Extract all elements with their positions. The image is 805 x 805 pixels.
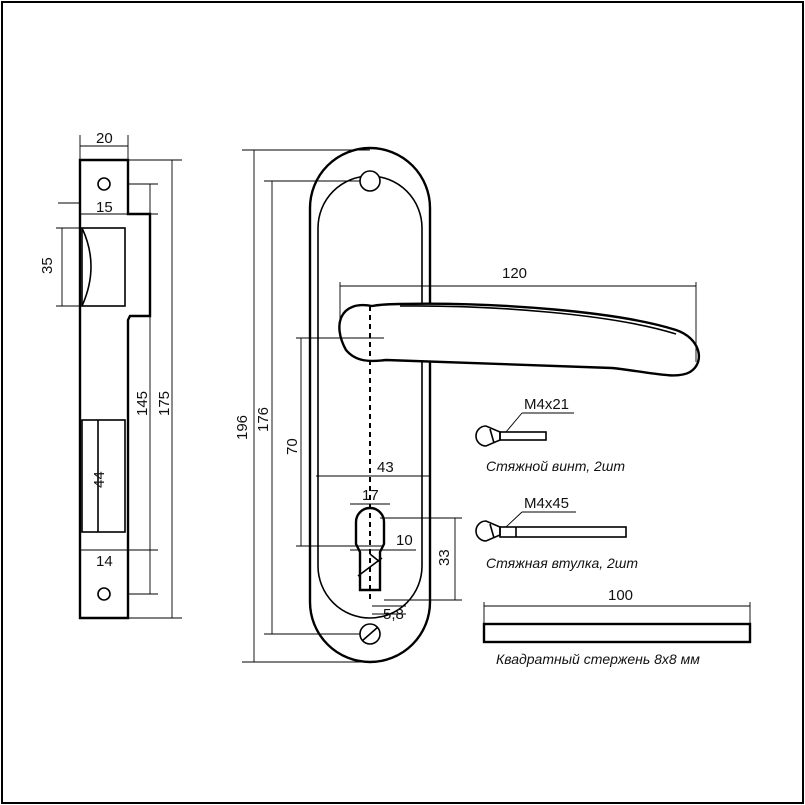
top-screw-hole <box>97 177 111 191</box>
sleeve-part: M4x45 Стяжная втулка, 2шт <box>475 495 638 571</box>
dim-cylinder-inner: 10 <box>396 532 413 549</box>
cylinder-cutout <box>354 506 386 592</box>
screw-size-label: M4x21 <box>524 396 569 413</box>
latch-opening <box>81 227 126 307</box>
door-handle <box>338 302 701 377</box>
bottom-screw-hole <box>97 587 111 601</box>
dim-plate-length: 196 <box>234 415 251 440</box>
screw-caption: Стяжной винт, 2шт <box>486 458 625 474</box>
sleeve-size-label: M4x45 <box>524 495 569 512</box>
bottom-screw-head <box>359 623 381 645</box>
lock-face-strip <box>78 158 152 620</box>
dim-cylinder-width: 17 <box>362 487 379 504</box>
dim-latch-height: 44 <box>91 471 108 488</box>
dim-strike-height: 35 <box>39 257 56 274</box>
dim-strip-width: 20 <box>96 130 113 147</box>
sleeve-caption: Стяжная втулка, 2шт <box>486 555 638 571</box>
dim-handle-cylinder: 70 <box>284 438 301 455</box>
rod-caption: Квадратный стержень 8х8 мм <box>496 651 700 667</box>
strip-dimensions: 20 15 35 145 175 44 14 <box>39 130 182 619</box>
dim-latch-width: 14 <box>96 553 113 570</box>
bolt-opening <box>81 419 126 533</box>
dim-cylinder-height: 33 <box>436 549 453 566</box>
plate-dimensions: 196 176 70 120 43 17 10 33 5,8 <box>234 149 697 663</box>
square-rod-part: 100 Квадратный стержень 8х8 мм <box>482 587 752 667</box>
escutcheon-plate <box>308 146 432 664</box>
dim-thumb-offset: 5,8 <box>383 606 404 623</box>
rod-length-label: 100 <box>608 587 633 604</box>
screw-part: M4x21 Стяжной винт, 2шт <box>475 396 625 474</box>
dim-175: 175 <box>156 391 173 416</box>
dim-cylinder-offset: 43 <box>377 459 394 476</box>
dim-strip-offset: 15 <box>96 199 113 216</box>
dim-handle-length: 120 <box>502 265 527 282</box>
dim-hole-spacing: 176 <box>255 407 272 432</box>
dim-145: 145 <box>134 391 151 416</box>
top-screw-head <box>359 170 381 192</box>
